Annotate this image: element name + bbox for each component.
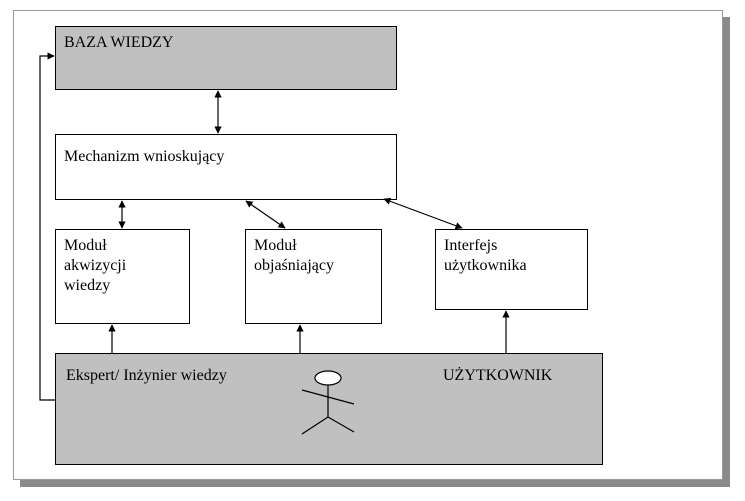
user-interface-line-2: użytkownika: [444, 257, 527, 274]
engine-interface-arrow: [383, 197, 463, 230]
acquisition-module-box: Moduł akwizycji wiedzy: [55, 229, 190, 324]
user-interface-line-1: Interfejs: [444, 237, 498, 254]
feedback-loop-arrow: [39, 52, 55, 401]
knowledge-base-label: BAZA WIEDZY: [64, 34, 174, 51]
user-interface-box: Interfejs użytkownika: [435, 229, 588, 310]
engine-explanation-arrow: [245, 200, 286, 229]
inference-engine-label: Mechanizm wnioskujący: [64, 148, 225, 165]
explanation-module-box: Moduł objaśniający: [245, 229, 382, 324]
knowledge-base-box: BAZA WIEDZY: [55, 26, 397, 90]
expert-label: Ekspert/ Inżynier wiedzy: [66, 367, 227, 384]
acquisition-module-line-2: akwizycji: [64, 257, 127, 274]
explanation-module-line-1: Moduł: [254, 237, 297, 254]
acquisition-module-line-1: Moduł: [64, 237, 107, 254]
inference-engine-box: Mechanizm wnioskujący: [55, 134, 397, 200]
acquisition-module-line-3: wiedzy: [64, 277, 111, 294]
stick-figure-icon: [301, 370, 355, 435]
explanation-module-line-2: objaśniający: [254, 257, 334, 274]
user-label: UŻYTKOWNIK: [443, 367, 553, 384]
